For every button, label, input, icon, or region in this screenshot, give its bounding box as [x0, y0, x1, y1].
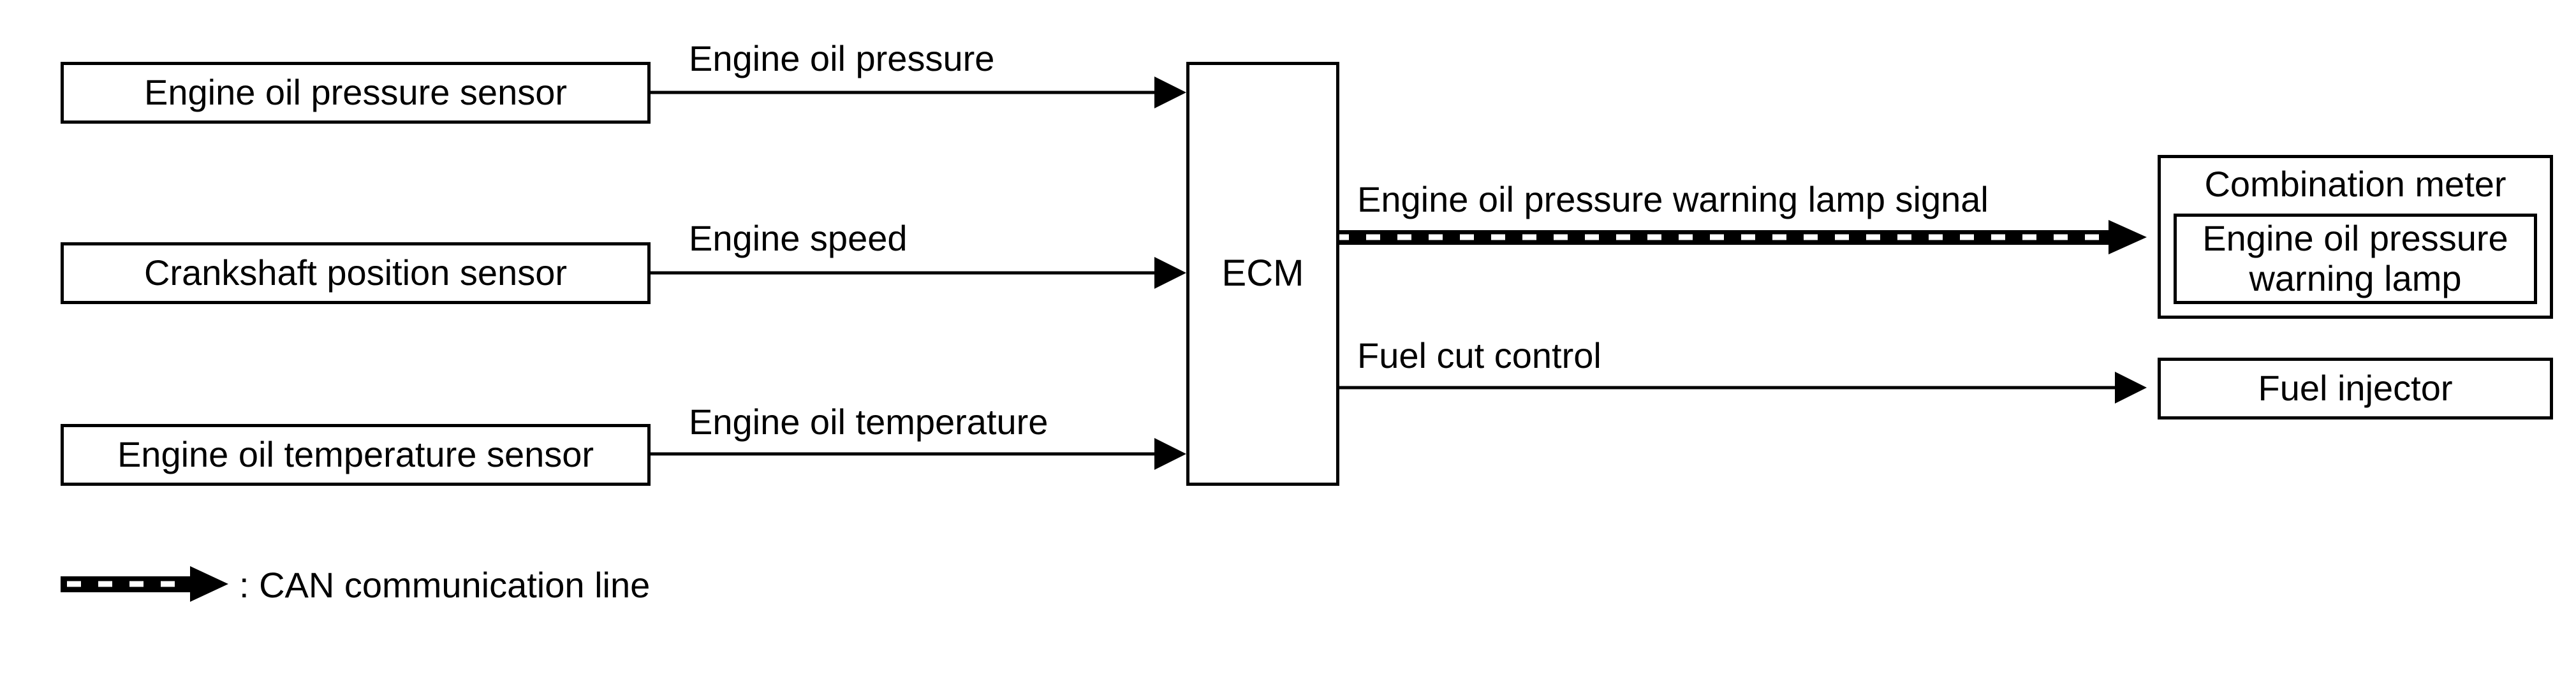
oil-pressure-arrow: [651, 77, 1186, 108]
crankshaft-sensor-label: Crankshaft position sensor: [144, 252, 567, 293]
warning-lamp-label-line1: Engine oil pressure: [2202, 218, 2508, 259]
fuel-cut-signal-label: Fuel cut control: [1357, 335, 1601, 376]
combination-meter-box: Combination meter Engine oil pressure wa…: [2158, 155, 2553, 319]
oil-temperature-sensor-label: Engine oil temperature sensor: [117, 434, 594, 475]
oil-temperature-arrow: [651, 438, 1186, 470]
warning-lamp-signal-label: Engine oil pressure warning lamp signal: [1357, 179, 1989, 219]
fuel-cut-arrow: [1328, 372, 2147, 404]
engine-speed-arrow: [651, 257, 1186, 289]
legend-can-line-text: : CAN communication line: [239, 565, 651, 605]
fuel-injector-box: Fuel injector: [2158, 358, 2553, 419]
legend-can-line-icon: [61, 566, 228, 602]
warning-lamp-label-line2: warning lamp: [2249, 258, 2462, 298]
ecm-box: ECM: [1186, 62, 1339, 486]
warning-lamp-box: Engine oil pressure warning lamp: [2174, 214, 2537, 304]
oil-pressure-sensor-box: Engine oil pressure sensor: [61, 62, 651, 124]
fuel-injector-label: Fuel injector: [2258, 368, 2453, 409]
ecm-label: ECM: [1221, 252, 1304, 295]
warning-lamp-can-arrow: [1328, 220, 2147, 254]
oil-pressure-signal-label: Engine oil pressure: [689, 38, 995, 78]
engine-speed-signal-label: Engine speed: [689, 218, 908, 258]
combination-meter-title: Combination meter: [2204, 164, 2506, 204]
crankshaft-sensor-box: Crankshaft position sensor: [61, 242, 651, 304]
oil-temperature-signal-label: Engine oil temperature: [689, 402, 1049, 442]
oil-pressure-sensor-label: Engine oil pressure sensor: [144, 72, 568, 113]
oil-temperature-sensor-box: Engine oil temperature sensor: [61, 424, 651, 486]
